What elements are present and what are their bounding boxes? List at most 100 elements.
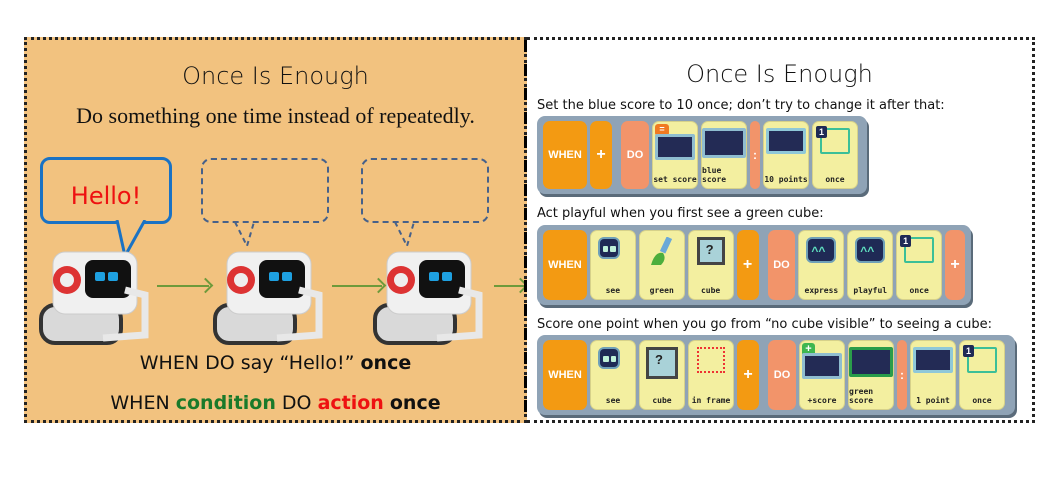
card-1-point[interactable]: 1 point [910, 340, 956, 410]
card-green-score[interactable]: green score [848, 340, 894, 410]
card-label: set score [653, 175, 697, 184]
empty-speech-bubble-2 [361, 158, 489, 223]
plus-badge-icon: + [802, 343, 815, 356]
add-condition-button[interactable]: + [737, 340, 759, 410]
do-tile[interactable]: DO [767, 230, 796, 300]
card-label: see [605, 396, 621, 405]
caption-once: once [389, 392, 441, 414]
cozmo-robot-icon [213, 251, 323, 345]
when-tile[interactable]: WHEN [543, 230, 587, 300]
card-label: see [605, 286, 621, 295]
card-in-frame[interactable]: in frame [688, 340, 734, 410]
caption-example-text: WHEN DO say “Hello!” [139, 352, 355, 374]
card-label: once [909, 286, 929, 295]
see-face-icon [597, 237, 620, 259]
arrow-right-icon [494, 285, 524, 287]
in-frame-icon [697, 347, 725, 373]
scoreboard-icon [655, 134, 695, 160]
card-label: 10 points [764, 175, 808, 184]
cube-icon: ? [646, 347, 678, 379]
scoreboard-icon [849, 347, 893, 377]
playful-face-icon: ^^ [855, 237, 886, 263]
card-playful[interactable]: ^^ playful [847, 230, 894, 300]
caption-example: WHEN DO say “Hello!” once [27, 352, 524, 374]
card-cube[interactable]: ? cube [639, 340, 685, 410]
cube-question-mark: ? [655, 352, 663, 367]
cozmo-robot-icon [373, 251, 483, 345]
program-2-description: Act playful when you first see a green c… [537, 206, 824, 221]
once-number: 1 [816, 126, 827, 138]
do-tile[interactable]: DO [621, 121, 649, 189]
card-label: once [972, 396, 992, 405]
loop-once-icon: 1 [816, 126, 850, 154]
loop-once-icon: 1 [963, 345, 997, 373]
card-label: green [649, 286, 674, 295]
card-once[interactable]: 1 once [896, 230, 943, 300]
see-face-icon [598, 347, 620, 369]
right-panel: Once Is Enough Set the blue score to 10 … [527, 37, 1035, 423]
scoreboard-icon [802, 353, 842, 379]
right-title: Once Is Enough [686, 60, 873, 88]
card-label: cube [652, 396, 672, 405]
card-10-points[interactable]: 10 points [763, 121, 809, 189]
card-label: +score [807, 396, 837, 405]
cube-icon: ? [696, 237, 725, 265]
card-express[interactable]: ^^ express [798, 230, 845, 300]
card-once[interactable]: 1 once [959, 340, 1005, 410]
arrow-right-icon [332, 285, 382, 287]
once-number: 1 [963, 345, 974, 357]
add-condition-button[interactable]: + [736, 230, 759, 300]
loop-once-icon: 1 [900, 235, 935, 263]
caption-do: DO [281, 392, 312, 414]
express-face-icon: ^^ [806, 237, 837, 263]
left-subtitle: Do something one time instead of repeate… [76, 103, 475, 128]
scoreboard-icon [702, 128, 746, 158]
card-plus-score[interactable]: + +score [799, 340, 845, 410]
scoreboard-icon [913, 347, 953, 373]
scoreboard-icon [766, 128, 806, 154]
card-label: blue score [702, 166, 727, 184]
card-label: cube [700, 286, 721, 295]
arrow-right-icon [157, 285, 209, 287]
card-label: in frame [691, 396, 731, 405]
program-3-description: Score one point when you go from “no cub… [537, 317, 992, 332]
program-1-description: Set the blue score to 10 once; don’t try… [537, 98, 945, 113]
colon-tile: : [750, 121, 760, 189]
card-see[interactable]: see [590, 340, 636, 410]
left-panel: Once Is Enough Do something one time ins… [24, 37, 527, 423]
equals-icon: = [655, 124, 669, 136]
card-see[interactable]: see [589, 230, 636, 300]
caption-pattern: WHEN condition DO action once [27, 392, 524, 414]
do-tile[interactable]: DO [768, 340, 796, 410]
card-blue-score[interactable]: blue score [701, 121, 747, 189]
panel-divider [524, 40, 529, 423]
cube-question-mark: ? [705, 242, 714, 257]
paintbrush-icon [647, 236, 677, 272]
cozmo-robot-icon [39, 251, 149, 345]
smile-glyph: ^^ [811, 244, 826, 258]
once-number: 1 [900, 235, 912, 247]
program-3: WHEN see ? cube in frame + DO + +score g… [537, 335, 1015, 415]
add-action-button[interactable]: + [945, 230, 966, 300]
program-1: WHEN + DO = set score blue score : 10 po… [537, 116, 867, 194]
card-label: express [804, 286, 839, 295]
caption-action: action [317, 392, 384, 414]
card-label: green score [849, 387, 874, 405]
left-title: Once Is Enough [182, 62, 369, 90]
when-tile[interactable]: WHEN [543, 340, 587, 410]
card-label: playful [853, 286, 888, 295]
program-2: WHEN see green ? cube + DO ^^ express ^^… [537, 225, 971, 305]
card-green[interactable]: green [638, 230, 685, 300]
add-condition-button[interactable]: + [590, 121, 612, 189]
caption-example-once: once [360, 352, 412, 374]
card-cube[interactable]: ? cube [687, 230, 734, 300]
card-set-score[interactable]: = set score [652, 121, 698, 189]
caption-when: WHEN [110, 392, 170, 414]
smile-glyph: ^^ [860, 244, 875, 258]
speech-bubble-text: Hello! [70, 182, 142, 210]
card-once[interactable]: 1 once [812, 121, 858, 189]
colon-tile: : [897, 340, 907, 410]
card-label: once [825, 175, 845, 184]
when-tile[interactable]: WHEN [543, 121, 587, 189]
caption-condition: condition [175, 392, 276, 414]
